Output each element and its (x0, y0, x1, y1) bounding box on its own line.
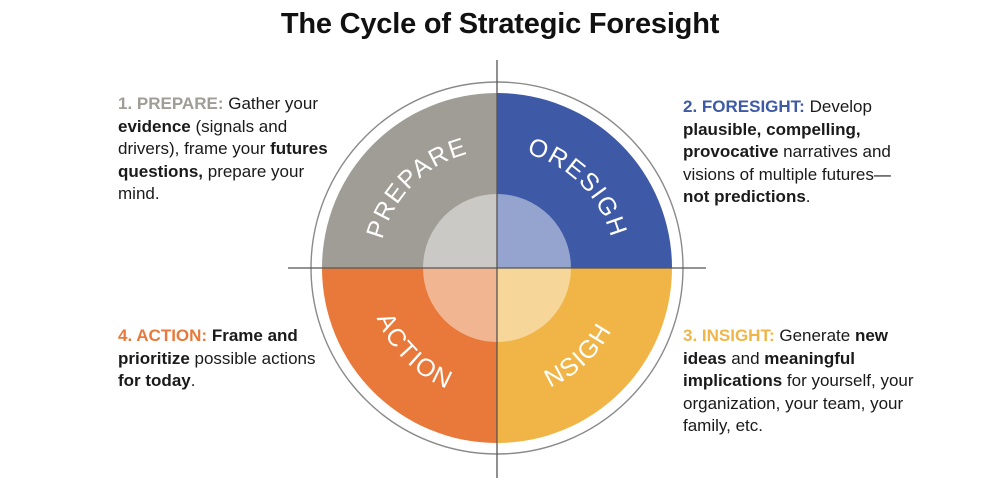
text: Gather your (223, 94, 318, 113)
text: . (805, 187, 811, 206)
text: prepare your mind. (118, 161, 305, 204)
text: for yourself, your organization, your te… (683, 371, 914, 435)
quadrant-action (322, 268, 497, 443)
quadrant-insight (497, 268, 672, 443)
description-action: 4. ACTION: Frame and prioritize possible… (118, 325, 323, 393)
text: possible actions (189, 348, 316, 368)
emphasis: evidence (118, 116, 191, 136)
heading-prepare: 1. PREPARE: (118, 94, 224, 113)
text: and (726, 348, 765, 368)
heading-foresight: 2. FORESIGHT: (683, 97, 805, 116)
emphasis: futures questions, (118, 139, 328, 181)
description-foresight: 2. FORESIGHT: Develop plausible, compell… (683, 96, 913, 209)
quadrant-prepare (322, 93, 497, 268)
emphasis: meaningful implications (683, 348, 855, 391)
text: (signals and drivers), frame your (118, 116, 288, 159)
description-prepare: 1. PREPARE: Gather your evidence (signal… (118, 93, 333, 206)
text: . (190, 371, 196, 390)
emphasis: not predictions (683, 187, 806, 206)
emphasis: Frame and prioritize (118, 326, 298, 368)
description-insight: 3. INSIGHT: Generate new ideas and meani… (683, 325, 923, 438)
heading-action: 4. ACTION: (118, 326, 208, 345)
page-title: The Cycle of Strategic Foresight (280, 8, 720, 40)
emphasis: new ideas (683, 326, 889, 368)
heading-insight: 3. INSIGHT: (683, 326, 775, 345)
text: Develop (804, 97, 872, 116)
text: narratives and visions of multiple futur… (683, 142, 891, 184)
quadrant-foresight (497, 93, 672, 268)
emphasis: plausible, compelling, provocative (683, 119, 861, 162)
text: Generate (774, 326, 855, 345)
emphasis: for today (118, 371, 191, 390)
